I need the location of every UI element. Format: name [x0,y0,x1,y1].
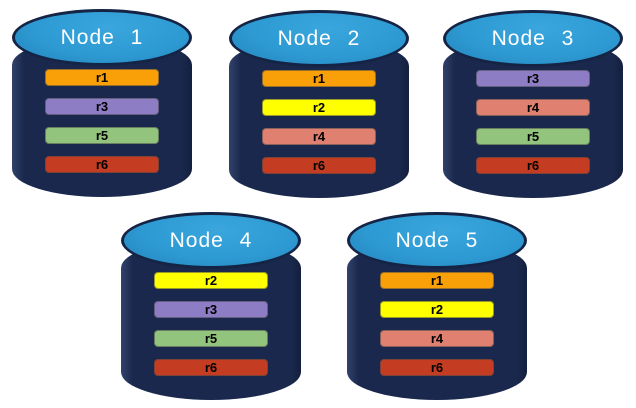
replica-label: r5 [95,128,109,143]
replica-label: r1 [95,70,109,85]
replica-label: r4 [526,100,540,115]
node-label: Node 1 [60,25,144,49]
replica-label: r3 [526,71,540,86]
replica-list: r3 r4 r5 r6 [443,70,623,174]
replica-label: r3 [95,99,109,114]
replica-bar: r5 [45,127,159,144]
node-label: Node 2 [277,26,361,50]
replica-label: r6 [430,360,444,375]
replica-bar: r6 [476,157,590,174]
replica-bar: r2 [262,99,376,116]
node-3-cylinder: r3 r4 r5 r6 Node 3 [443,10,623,198]
replica-label: r2 [312,100,326,115]
replica-bar: r6 [154,359,268,376]
replica-label: r3 [204,302,218,317]
replica-bar: r6 [45,156,159,173]
cylinder-top: Node 2 [229,10,409,67]
replica-label: r1 [430,273,444,288]
replica-bar: r1 [380,272,494,289]
replica-label: r6 [526,158,540,173]
replica-label: r5 [204,331,218,346]
cylinder-top: Node 5 [347,212,527,269]
node-4-cylinder: r2 r3 r5 r6 Node 4 [121,212,301,400]
replica-bar: r6 [262,157,376,174]
replica-label: r4 [430,331,444,346]
node-label: Node 5 [395,228,479,252]
cylinder-top: Node 4 [121,212,301,269]
replica-label: r2 [430,302,444,317]
replica-list: r1 r3 r5 r6 [12,69,192,173]
replica-list: r1 r2 r4 r6 [229,70,409,174]
replica-bar: r1 [45,69,159,86]
replica-bar: r2 [154,272,268,289]
replica-bar: r1 [262,70,376,87]
replica-label: r6 [95,157,109,172]
replica-bar: r4 [262,128,376,145]
replica-list: r2 r3 r5 r6 [121,272,301,376]
node-label: Node 4 [169,228,253,252]
replica-label: r2 [204,273,218,288]
replica-bar: r4 [476,99,590,116]
replica-bar: r5 [476,128,590,145]
replica-label: r1 [312,71,326,86]
node-label: Node 3 [491,26,575,50]
replica-bar: r3 [476,70,590,87]
replica-list: r1 r2 r4 r6 [347,272,527,376]
replica-bar: r4 [380,330,494,347]
replica-label: r4 [312,129,326,144]
node-1-cylinder: r1 r3 r5 r6 Node 1 [12,9,192,197]
replica-label: r6 [312,158,326,173]
replica-label: r6 [204,360,218,375]
replica-label: r5 [526,129,540,144]
replica-bar: r6 [380,359,494,376]
replica-bar: r2 [380,301,494,318]
node-2-cylinder: r1 r2 r4 r6 Node 2 [229,10,409,198]
cylinder-top: Node 3 [443,10,623,67]
replica-bar: r3 [154,301,268,318]
node-5-cylinder: r1 r2 r4 r6 Node 5 [347,212,527,400]
replica-bar: r5 [154,330,268,347]
replica-bar: r3 [45,98,159,115]
cylinder-top: Node 1 [12,9,192,66]
